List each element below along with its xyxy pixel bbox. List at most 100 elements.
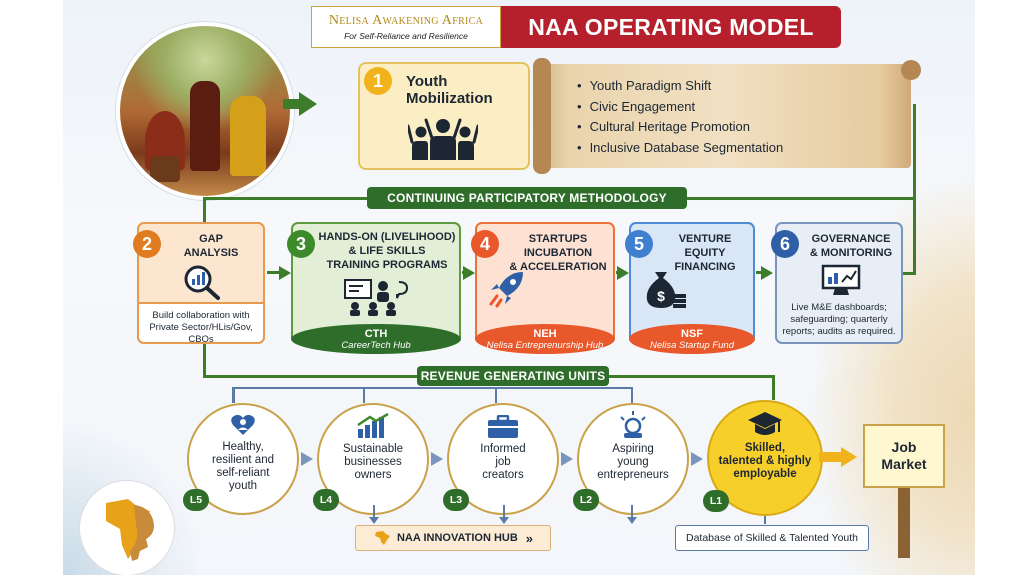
naa-logo bbox=[79, 480, 175, 575]
step-title: GOVERNANCE & MONITORING bbox=[801, 232, 901, 260]
chevron-right-icon: » bbox=[525, 530, 534, 546]
innovation-hub-label: NAA INNOVATION HUB bbox=[396, 532, 518, 544]
level-badge: L2 bbox=[573, 489, 599, 511]
arrow-right-icon bbox=[761, 266, 773, 280]
dashboard-icon bbox=[821, 264, 861, 295]
connector-line bbox=[373, 505, 375, 519]
level-circle-l2: Aspiring young entrepreneurs L2 bbox=[573, 403, 689, 515]
connector-line bbox=[203, 197, 206, 225]
step-title: STARTUPS INCUBATION & ACCELERATION bbox=[503, 232, 613, 274]
org-tagline: For Self-Reliance and Resilience bbox=[344, 31, 468, 41]
bullet-item: Civic Engagement bbox=[577, 97, 783, 118]
svg-text:$: $ bbox=[657, 288, 665, 304]
youth-mobilization-box: 1 Youth Mobilization bbox=[358, 62, 530, 170]
step-number: 3 bbox=[287, 230, 315, 258]
step-title-line: GOVERNANCE bbox=[811, 233, 891, 245]
step-title-line: STARTUPS bbox=[528, 233, 588, 245]
level-badge: L1 bbox=[703, 490, 729, 512]
lightbulb-icon bbox=[620, 411, 646, 438]
level-label: Healthy, resilient and self-reliant yout… bbox=[212, 441, 274, 493]
step-title-line: & ACCELERATION bbox=[509, 261, 607, 273]
level-badge: L3 bbox=[443, 489, 469, 511]
step-title-line: & LIFE SKILLS bbox=[348, 245, 426, 257]
connector-line bbox=[631, 505, 633, 519]
arrow-right-icon bbox=[561, 452, 573, 466]
arrow-down-icon bbox=[499, 517, 509, 524]
hub-name: CareerTech Hub bbox=[341, 339, 411, 351]
step-title: GAP ANALYSIS bbox=[159, 232, 263, 260]
arrow-right-icon bbox=[691, 452, 703, 466]
step-title-line: TRAINING PROGRAMS bbox=[326, 259, 448, 271]
dancers-photo bbox=[116, 22, 294, 200]
step-title-line: HANDS-ON (LIVELIHOOD) bbox=[318, 231, 456, 243]
step-number: 1 bbox=[364, 67, 392, 95]
level-circle-l5: Healthy, resilient and self-reliant yout… bbox=[183, 403, 299, 515]
arrow-down-icon bbox=[369, 517, 379, 524]
step-title-line: VENTURE bbox=[678, 233, 732, 245]
rocket-icon bbox=[489, 272, 523, 308]
step-title-line: Youth bbox=[406, 73, 448, 90]
level-label-line: Skilled, bbox=[744, 442, 786, 454]
arrow-right-icon bbox=[279, 266, 291, 280]
level-label: Skilled, talented & highly employable bbox=[719, 442, 812, 481]
level-label-line: young bbox=[617, 456, 649, 468]
stage-description: Build collaboration with Private Sector/… bbox=[149, 310, 253, 345]
connector-line bbox=[764, 516, 766, 524]
step-title: HANDS-ON (LIVELIHOOD) & LIFE SKILLS TRAI… bbox=[315, 230, 459, 272]
signpost-pole bbox=[898, 488, 910, 558]
level-label-line: self-reliant bbox=[216, 467, 270, 479]
mobilization-bullets: Youth Paradigm Shift Civic Engagement Cu… bbox=[577, 76, 784, 159]
step-number: 5 bbox=[625, 230, 653, 258]
connector-line bbox=[631, 387, 633, 403]
classroom-icon bbox=[344, 279, 409, 316]
arrow-right-icon bbox=[617, 266, 629, 280]
level-circle-l4: Sustainable businesses owners L4 bbox=[313, 403, 429, 515]
connector-line bbox=[363, 387, 365, 403]
level-label-line: talented & highly bbox=[718, 455, 812, 467]
level-circle-l1: Skilled, talented & highly employable L1 bbox=[703, 400, 823, 516]
org-name: Nelisa Awakening Africa bbox=[328, 13, 484, 28]
arrow-right-icon bbox=[301, 452, 313, 466]
level-label: Aspiring young entrepreneurs bbox=[597, 443, 669, 482]
people-cheering-icon bbox=[408, 118, 478, 160]
level-circle-l3: Informed job creators L3 bbox=[443, 403, 559, 515]
step-title-line: & MONITORING bbox=[809, 247, 893, 259]
level-label: Sustainable businesses owners bbox=[343, 443, 403, 482]
arrow-shaft bbox=[283, 99, 301, 109]
level-label-line: creators bbox=[482, 469, 524, 481]
connector-line bbox=[495, 387, 497, 403]
level-label-line: resilient and bbox=[211, 454, 274, 466]
arrow-shaft bbox=[756, 271, 764, 274]
mobilization-scroll: Youth Paradigm Shift Civic Engagement Cu… bbox=[533, 58, 921, 174]
level-label-line: job bbox=[495, 456, 511, 468]
money-bag-icon: $ bbox=[646, 272, 686, 308]
stage-incubation: 4 STARTUPS INCUBATION & ACCELERATION NEH… bbox=[471, 222, 615, 354]
org-logo-banner: Nelisa Awakening Africa For Self-Relianc… bbox=[311, 6, 501, 48]
stage-gap-analysis: 2 GAP ANALYSIS Build collaboration with … bbox=[133, 222, 265, 345]
innovation-hub-box: NAA INNOVATION HUB » bbox=[355, 525, 551, 551]
connector-line bbox=[203, 344, 206, 377]
step-title: VENTURE EQUITY FINANCING bbox=[657, 232, 753, 274]
stage-venture-financing: 5 VENTURE EQUITY FINANCING $ NSF Nelisa … bbox=[625, 222, 755, 354]
step-number: 4 bbox=[471, 230, 499, 258]
dancer-figure bbox=[230, 96, 266, 176]
bullet-item: Inclusive Database Segmentation bbox=[577, 138, 784, 159]
level-label-line: entrepreneurs bbox=[597, 469, 669, 481]
stage-governance: 6 GOVERNANCE & MONITORING Live M&E dashb… bbox=[771, 222, 903, 344]
step-title: Youth Mobilization bbox=[406, 73, 493, 107]
arrow-shaft bbox=[819, 452, 843, 462]
step-number: 2 bbox=[133, 230, 161, 258]
connector-line bbox=[232, 387, 235, 403]
step-title-line: Mobilization bbox=[406, 90, 493, 107]
connector-line bbox=[913, 104, 916, 274]
methodology-banner: CONTINUING PARTICIPATORY METHODOLOGY bbox=[367, 187, 687, 209]
arrow-down-icon bbox=[627, 517, 637, 524]
arrow-right-icon bbox=[431, 452, 443, 466]
level-label-line: owners bbox=[354, 469, 392, 481]
africa-map-icon bbox=[374, 531, 390, 545]
level-label-line: Healthy, bbox=[222, 441, 264, 453]
job-market-line: Market bbox=[881, 456, 927, 472]
step-title-line: INCUBATION bbox=[523, 247, 593, 259]
diagram-canvas: Nelisa Awakening Africa For Self-Relianc… bbox=[63, 0, 975, 575]
hub-label-nsf: NSF Nelisa Startup Fund bbox=[629, 324, 755, 354]
